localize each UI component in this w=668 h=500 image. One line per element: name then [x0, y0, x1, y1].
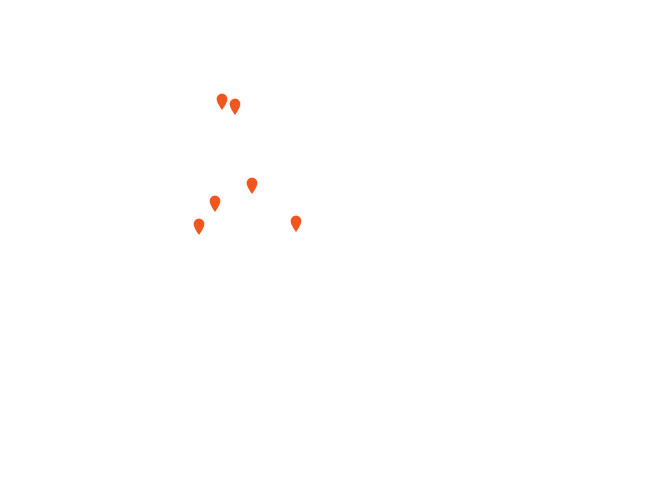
map-pin-icon: [215, 92, 229, 112]
map-marker-3[interactable]: [245, 176, 259, 196]
map-pin-icon: [245, 176, 259, 196]
map-marker-5[interactable]: [289, 214, 303, 234]
map-marker-6[interactable]: [192, 217, 206, 237]
map-pin-icon: [228, 97, 242, 117]
map-pin-icon: [208, 194, 222, 214]
map-marker-1[interactable]: [215, 92, 229, 112]
map-marker-2[interactable]: [228, 97, 242, 117]
map-pin-icon: [192, 217, 206, 237]
map-marker-4[interactable]: [208, 194, 222, 214]
map-pin-icon: [289, 214, 303, 234]
